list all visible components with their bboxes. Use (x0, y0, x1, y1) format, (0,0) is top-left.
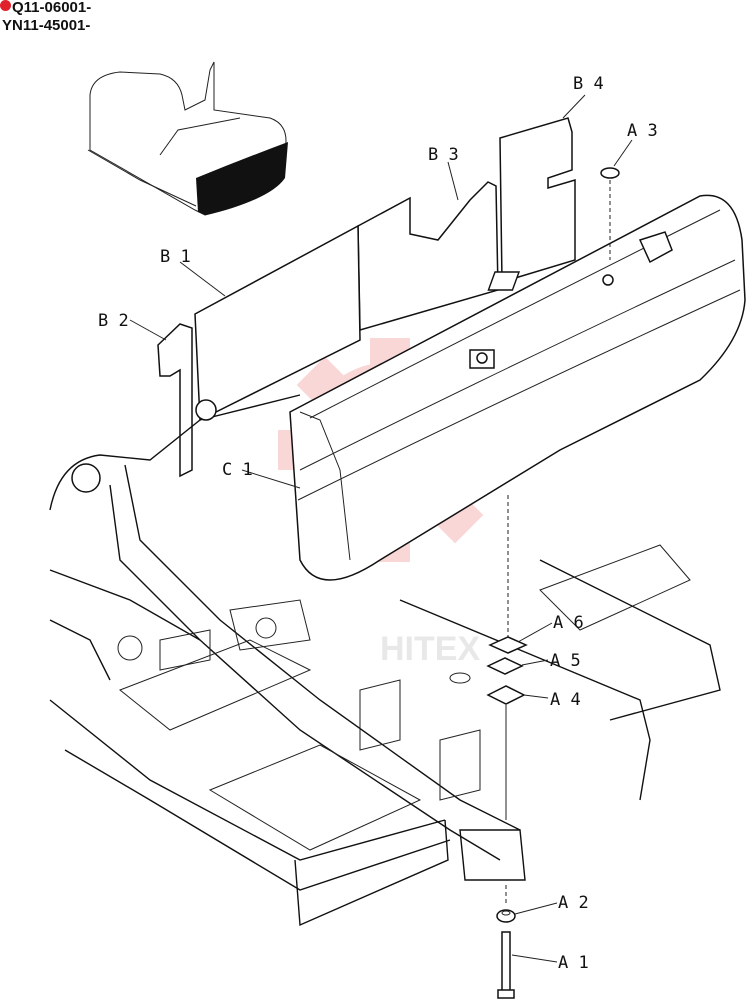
red-marker-icon (0, 0, 11, 11)
cap-a3 (600, 167, 620, 179)
serial-range-2: YN11-45001- (2, 17, 91, 34)
callout-a1: A 1 (558, 953, 589, 973)
callout-b4: B 4 (573, 74, 604, 94)
plate-b3 (357, 181, 499, 331)
plate-a4 (486, 685, 526, 705)
callout-b2: B 2 (98, 311, 129, 331)
callout-b1: B 1 (160, 247, 191, 267)
plate-b1 (194, 224, 361, 422)
serial-range-1: Q11-06001- (12, 0, 92, 16)
counterweight-c1 (289, 194, 746, 581)
callout-a3: A 3 (627, 121, 658, 141)
callout-c1: C 1 (222, 460, 253, 480)
callout-a2: A 2 (558, 893, 589, 913)
washer-a2 (496, 909, 516, 923)
plate-a5 (486, 657, 524, 675)
plate-b4 (499, 117, 576, 284)
upper-frame-drawing (49, 394, 721, 927)
plate-a6 (488, 636, 528, 654)
callout-a5: A 5 (550, 651, 581, 671)
bracket-b2 (157, 323, 193, 478)
callout-b3: B 3 (428, 145, 459, 165)
machine-inset-drawing (87, 61, 288, 216)
callout-a6: A 6 (553, 613, 584, 633)
bolt-a1 (501, 931, 511, 993)
leader-lines (129, 94, 633, 963)
watermark-text: HITEX (380, 630, 480, 668)
callout-a4: A 4 (550, 690, 581, 710)
fastener-parts (486, 167, 620, 999)
